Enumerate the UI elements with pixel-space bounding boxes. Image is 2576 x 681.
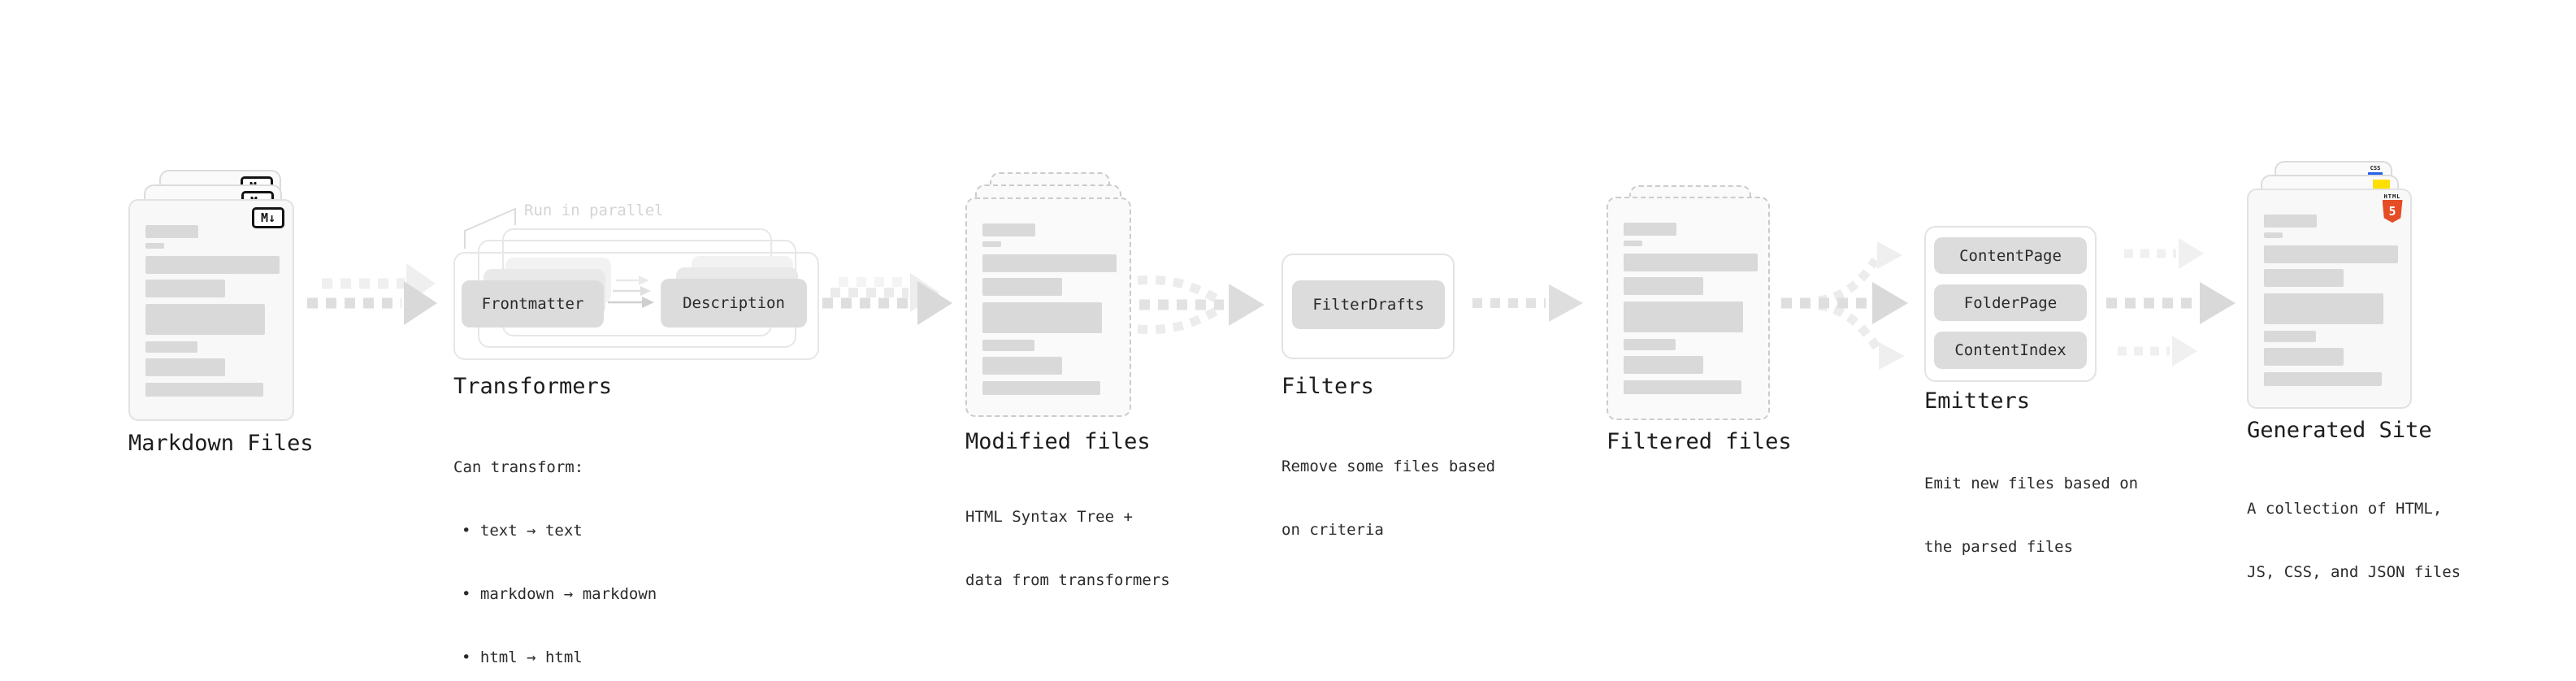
modified-desc-line: HTML Syntax Tree + xyxy=(965,508,1133,526)
doc-bar xyxy=(982,340,1034,351)
doc-bar xyxy=(982,254,1117,272)
folderpage-pill-label: FolderPage xyxy=(1963,293,2058,312)
doc-bar xyxy=(145,383,263,397)
doc-bar xyxy=(982,241,1001,247)
arrow-markdown-to-transformers xyxy=(307,263,437,325)
css-icon: CSS xyxy=(2368,165,2383,176)
transformer-box-front xyxy=(453,252,819,360)
frontmatter-pill-label: Frontmatter xyxy=(481,295,584,313)
contentindex-pill-label: ContentIndex xyxy=(1954,341,2066,359)
markdown-icon-glyph: M↓ xyxy=(260,210,276,225)
filtered-file-card-front xyxy=(1607,197,1770,420)
description-pill: Description xyxy=(661,279,807,327)
filters-desc-line: on criteria xyxy=(1281,521,1384,539)
doc-bar xyxy=(2264,215,2317,228)
doc-bar xyxy=(982,223,1035,236)
arrow-emitters-to-generated xyxy=(2106,238,2236,367)
transformers-bullet: • html → html xyxy=(462,648,583,666)
html5-icon-shield: 5 xyxy=(2382,200,2403,223)
markdown-file-card-front: M↓ xyxy=(128,199,294,421)
emitters-description: Emit new files based on the parsed files xyxy=(1924,431,2138,600)
doc-bar xyxy=(2264,293,2383,324)
doc-bar xyxy=(2264,331,2316,342)
run-in-parallel-annotation: Run in parallel xyxy=(524,202,664,219)
emitters-desc-line: the parsed files xyxy=(1924,538,2074,556)
doc-bar xyxy=(1624,223,1676,236)
doc-bar xyxy=(145,256,280,274)
doc-bar xyxy=(1624,380,1741,394)
transformers-label: Transformers xyxy=(453,374,613,399)
transformers-desc-title: Can transform: xyxy=(453,458,584,476)
doc-bar xyxy=(145,243,164,249)
doc-bar xyxy=(982,302,1102,333)
transformers-bullet: • text → text xyxy=(462,522,583,540)
doc-bar xyxy=(1624,241,1642,246)
doc-bar xyxy=(145,358,225,376)
doc-bar xyxy=(2264,372,2382,386)
doc-bar xyxy=(1624,277,1703,295)
html5-icon-number: 5 xyxy=(2388,204,2396,219)
generated-site-description: A collection of HTML, JS, CSS, and JSON … xyxy=(2247,456,2461,625)
html5-icon: HTML 5 xyxy=(2382,193,2403,223)
modified-files-description: HTML Syntax Tree + data from transformer… xyxy=(965,464,1170,633)
doc-bar xyxy=(2264,348,2344,366)
generated-file-card-front: HTML 5 xyxy=(2247,189,2412,409)
doc-bar xyxy=(145,304,265,335)
description-pill-label: Description xyxy=(683,294,785,312)
generated-desc-line: A collection of HTML, xyxy=(2247,500,2443,518)
filterdrafts-pill-label: FilterDrafts xyxy=(1312,296,1425,314)
doc-bar xyxy=(982,381,1100,395)
doc-bar xyxy=(982,357,1062,375)
javascript-icon xyxy=(2373,180,2390,189)
arrow-transformers-to-modified xyxy=(822,273,952,325)
generated-desc-line: JS, CSS, and JSON files xyxy=(2247,563,2461,581)
modified-desc-line: data from transformers xyxy=(965,571,1170,589)
markdown-icon: M↓ xyxy=(252,207,284,228)
filterdrafts-pill: FilterDrafts xyxy=(1292,280,1445,329)
filtered-files-label: Filtered files xyxy=(1607,429,1792,454)
html5-icon-label: HTML xyxy=(2383,193,2401,200)
transformers-description: Can transform: • text → text • markdown … xyxy=(453,414,657,681)
modified-file-card-front xyxy=(965,197,1131,417)
filters-description: Remove some files based on criteria xyxy=(1281,414,1495,583)
doc-bar xyxy=(2264,269,2344,287)
folderpage-pill: FolderPage xyxy=(1934,284,2087,321)
doc-bar xyxy=(1624,301,1743,332)
contentpage-pill-label: ContentPage xyxy=(1959,246,2062,265)
doc-bar xyxy=(982,278,1062,296)
contentpage-pill: ContentPage xyxy=(1934,237,2087,274)
emitters-desc-line: Emit new files based on xyxy=(1924,475,2139,492)
doc-bar xyxy=(2264,232,2283,238)
doc-bar xyxy=(1624,254,1758,271)
emitters-label: Emitters xyxy=(1924,388,2031,414)
css-icon-label: CSS xyxy=(2370,165,2381,171)
filters-desc-line: Remove some files based xyxy=(1281,458,1496,475)
generated-site-label: Generated Site xyxy=(2247,418,2432,443)
contentindex-pill: ContentIndex xyxy=(1934,332,2087,369)
doc-bar xyxy=(1624,339,1676,350)
doc-bar xyxy=(1624,356,1703,374)
filters-label: Filters xyxy=(1281,374,1374,399)
modified-files-label: Modified files xyxy=(965,429,1151,454)
arrow-modified-to-filters xyxy=(1137,275,1264,335)
doc-bar xyxy=(2264,245,2398,263)
markdown-files-label: Markdown Files xyxy=(128,431,314,456)
css-icon-bar xyxy=(2368,172,2383,176)
frontmatter-pill: Frontmatter xyxy=(462,280,604,327)
doc-bar xyxy=(145,280,225,297)
arrow-filters-to-filtered xyxy=(1472,284,1583,322)
arrow-filtered-to-emitters xyxy=(1781,241,1908,370)
transformers-bullet: • markdown → markdown xyxy=(462,585,657,603)
doc-bar xyxy=(145,225,198,238)
doc-bar xyxy=(145,341,197,353)
